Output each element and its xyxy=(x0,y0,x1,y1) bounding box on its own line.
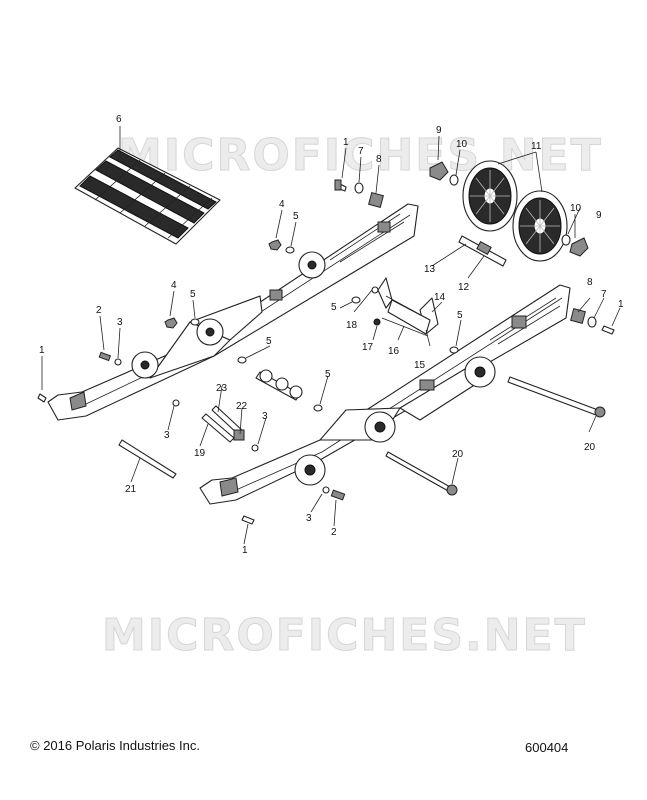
leader-lines xyxy=(41,126,621,545)
callout-1: 1 xyxy=(39,345,45,356)
callout-18: 18 xyxy=(346,320,358,331)
callout-8: 8 xyxy=(587,277,593,288)
callout-numbers: 6 1 7 8 9 10 11 4 5 4 5 2 3 1 10 9 13 12… xyxy=(39,114,624,556)
callout-14: 14 xyxy=(434,292,446,303)
callout-1: 1 xyxy=(343,137,349,148)
callout-3: 3 xyxy=(306,513,312,524)
watermark-bottom: MICROFICHES.NET xyxy=(102,610,587,661)
idler-wheels xyxy=(462,160,568,262)
callout-8: 8 xyxy=(376,154,382,165)
callout-3: 3 xyxy=(262,411,268,422)
callout-11: 11 xyxy=(531,141,542,152)
callout-1: 1 xyxy=(618,299,624,310)
track-grid-part xyxy=(74,147,221,245)
callout-12: 12 xyxy=(458,282,470,293)
callout-23: 23 xyxy=(216,383,228,394)
callout-5: 5 xyxy=(457,310,463,321)
callout-5: 5 xyxy=(190,289,196,300)
callout-16: 16 xyxy=(388,346,400,357)
left-rail-assembly xyxy=(47,203,419,421)
hardware xyxy=(37,161,615,525)
center-bracket xyxy=(371,277,439,337)
callout-9: 9 xyxy=(596,210,602,221)
watermark-top: MICROFICHES.NET xyxy=(118,130,603,181)
callout-3: 3 xyxy=(164,430,170,441)
callout-10: 10 xyxy=(570,203,582,214)
callout-17: 17 xyxy=(362,342,374,353)
callout-20: 20 xyxy=(452,449,464,460)
callout-2: 2 xyxy=(96,305,102,316)
callout-21: 21 xyxy=(125,484,137,495)
callout-4: 4 xyxy=(279,199,285,210)
copyright-notice: © 2016 Polaris Industries Inc. xyxy=(30,738,200,753)
callout-9: 9 xyxy=(436,125,442,136)
axles-and-shafts xyxy=(118,235,599,493)
callout-5: 5 xyxy=(325,369,331,380)
callout-5: 5 xyxy=(293,211,299,222)
callout-5: 5 xyxy=(266,336,272,347)
callout-3: 3 xyxy=(117,317,123,328)
callout-2: 2 xyxy=(331,527,337,538)
callout-4: 4 xyxy=(171,280,177,291)
callout-6: 6 xyxy=(116,114,122,125)
callout-15: 15 xyxy=(414,360,426,371)
callout-20: 20 xyxy=(584,442,596,453)
callout-13: 13 xyxy=(424,264,436,275)
callout-22: 22 xyxy=(236,401,248,412)
callout-19: 19 xyxy=(194,448,206,459)
callout-7: 7 xyxy=(601,289,607,300)
right-rail-assembly xyxy=(199,284,571,505)
diagram-number: 600404 xyxy=(525,740,569,755)
callout-1: 1 xyxy=(242,545,248,556)
callout-7: 7 xyxy=(358,146,364,157)
callout-10: 10 xyxy=(456,139,468,150)
callout-5: 5 xyxy=(331,302,337,313)
